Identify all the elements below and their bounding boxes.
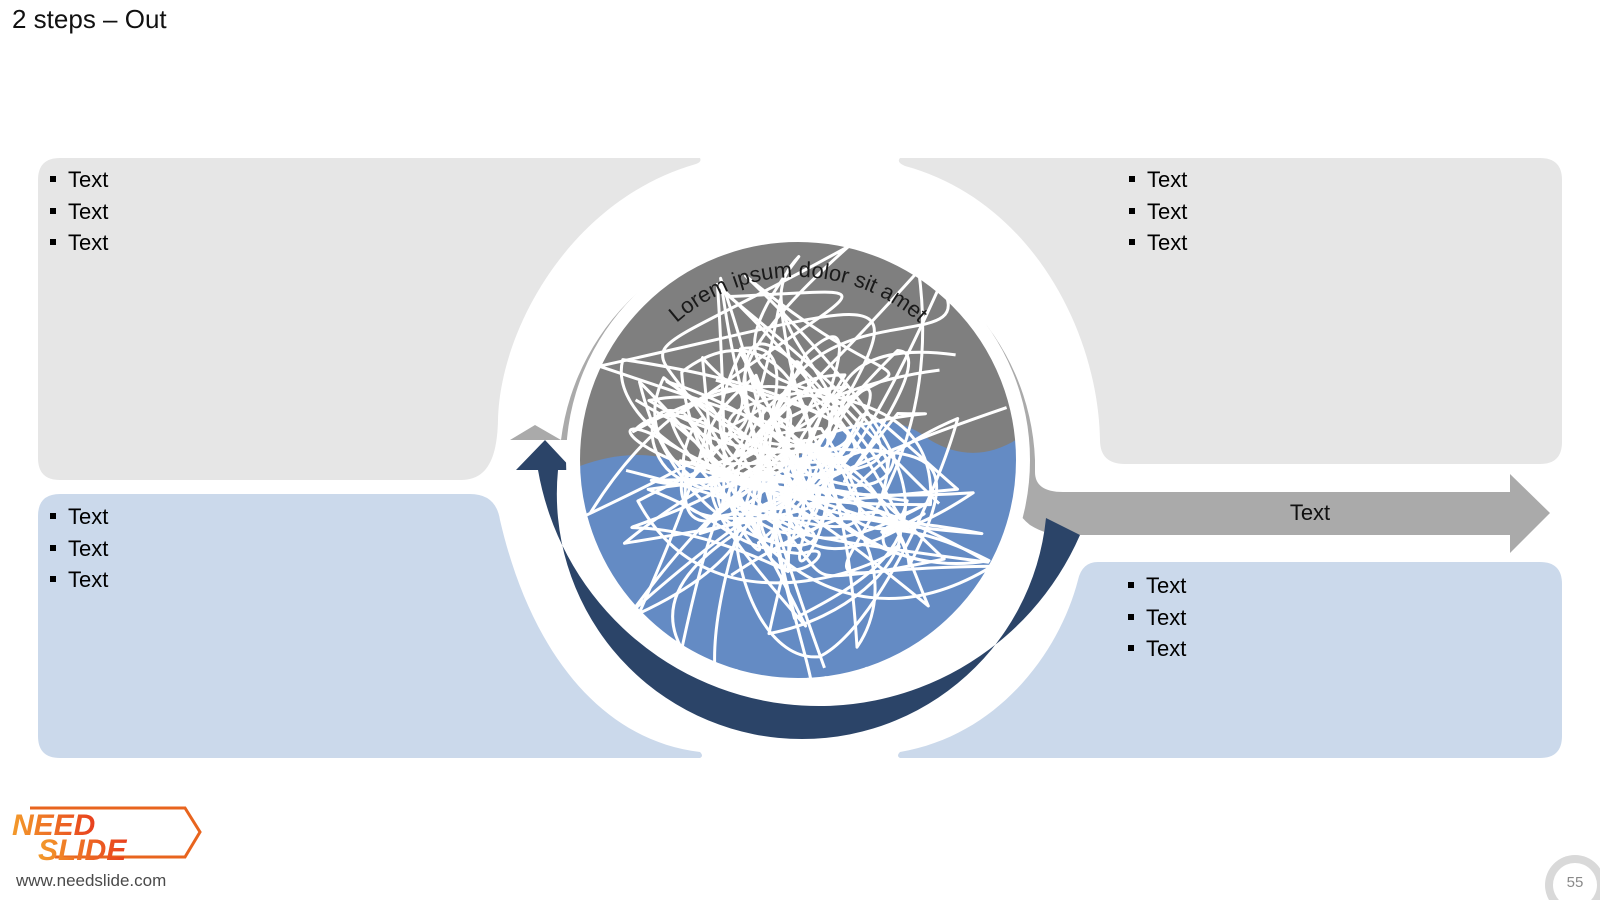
- needslide-logo: NEED SLIDE: [12, 806, 202, 867]
- bullets-bottom-right: Text Text Text: [1128, 570, 1186, 665]
- ball-icon: [578, 240, 1018, 680]
- panel-top-right: [898, 158, 1562, 464]
- bullet-item: Text: [50, 564, 108, 596]
- bullet-item: Text: [1129, 227, 1187, 259]
- bullet-item: Text: [50, 533, 108, 565]
- bullet-item: Text: [50, 196, 108, 228]
- svg-text:SLIDE: SLIDE: [38, 834, 127, 867]
- bullet-item: Text: [50, 164, 108, 196]
- page-number: 55: [1566, 874, 1584, 891]
- panel-top-left: [38, 158, 701, 480]
- out-arrow-gray: [510, 231, 1550, 553]
- slide-title: 2 steps – Out: [12, 4, 167, 34]
- page-badge-icon: [1545, 855, 1600, 900]
- panel-bottom-left: [38, 494, 702, 758]
- panel-bottom-right: [898, 562, 1562, 758]
- bullet-item: Text: [1129, 164, 1187, 196]
- bullet-item: Text: [1129, 196, 1187, 228]
- bullets-top-left: Text Text Text: [50, 164, 108, 259]
- arrow-label: Text: [1289, 500, 1331, 525]
- bullets-bottom-left: Text Text Text: [50, 501, 108, 596]
- bullet-item: Text: [1128, 602, 1186, 634]
- bullet-item: Text: [1128, 633, 1186, 665]
- bullets-top-right: Text Text Text: [1129, 164, 1187, 259]
- bullet-item: Text: [50, 227, 108, 259]
- bullet-item: Text: [50, 501, 108, 533]
- svg-text:NEED: NEED: [12, 809, 95, 842]
- bullet-item: Text: [1128, 570, 1186, 602]
- website-url: www.needslide.com: [16, 871, 167, 890]
- in-arrow-navy: [516, 440, 1080, 740]
